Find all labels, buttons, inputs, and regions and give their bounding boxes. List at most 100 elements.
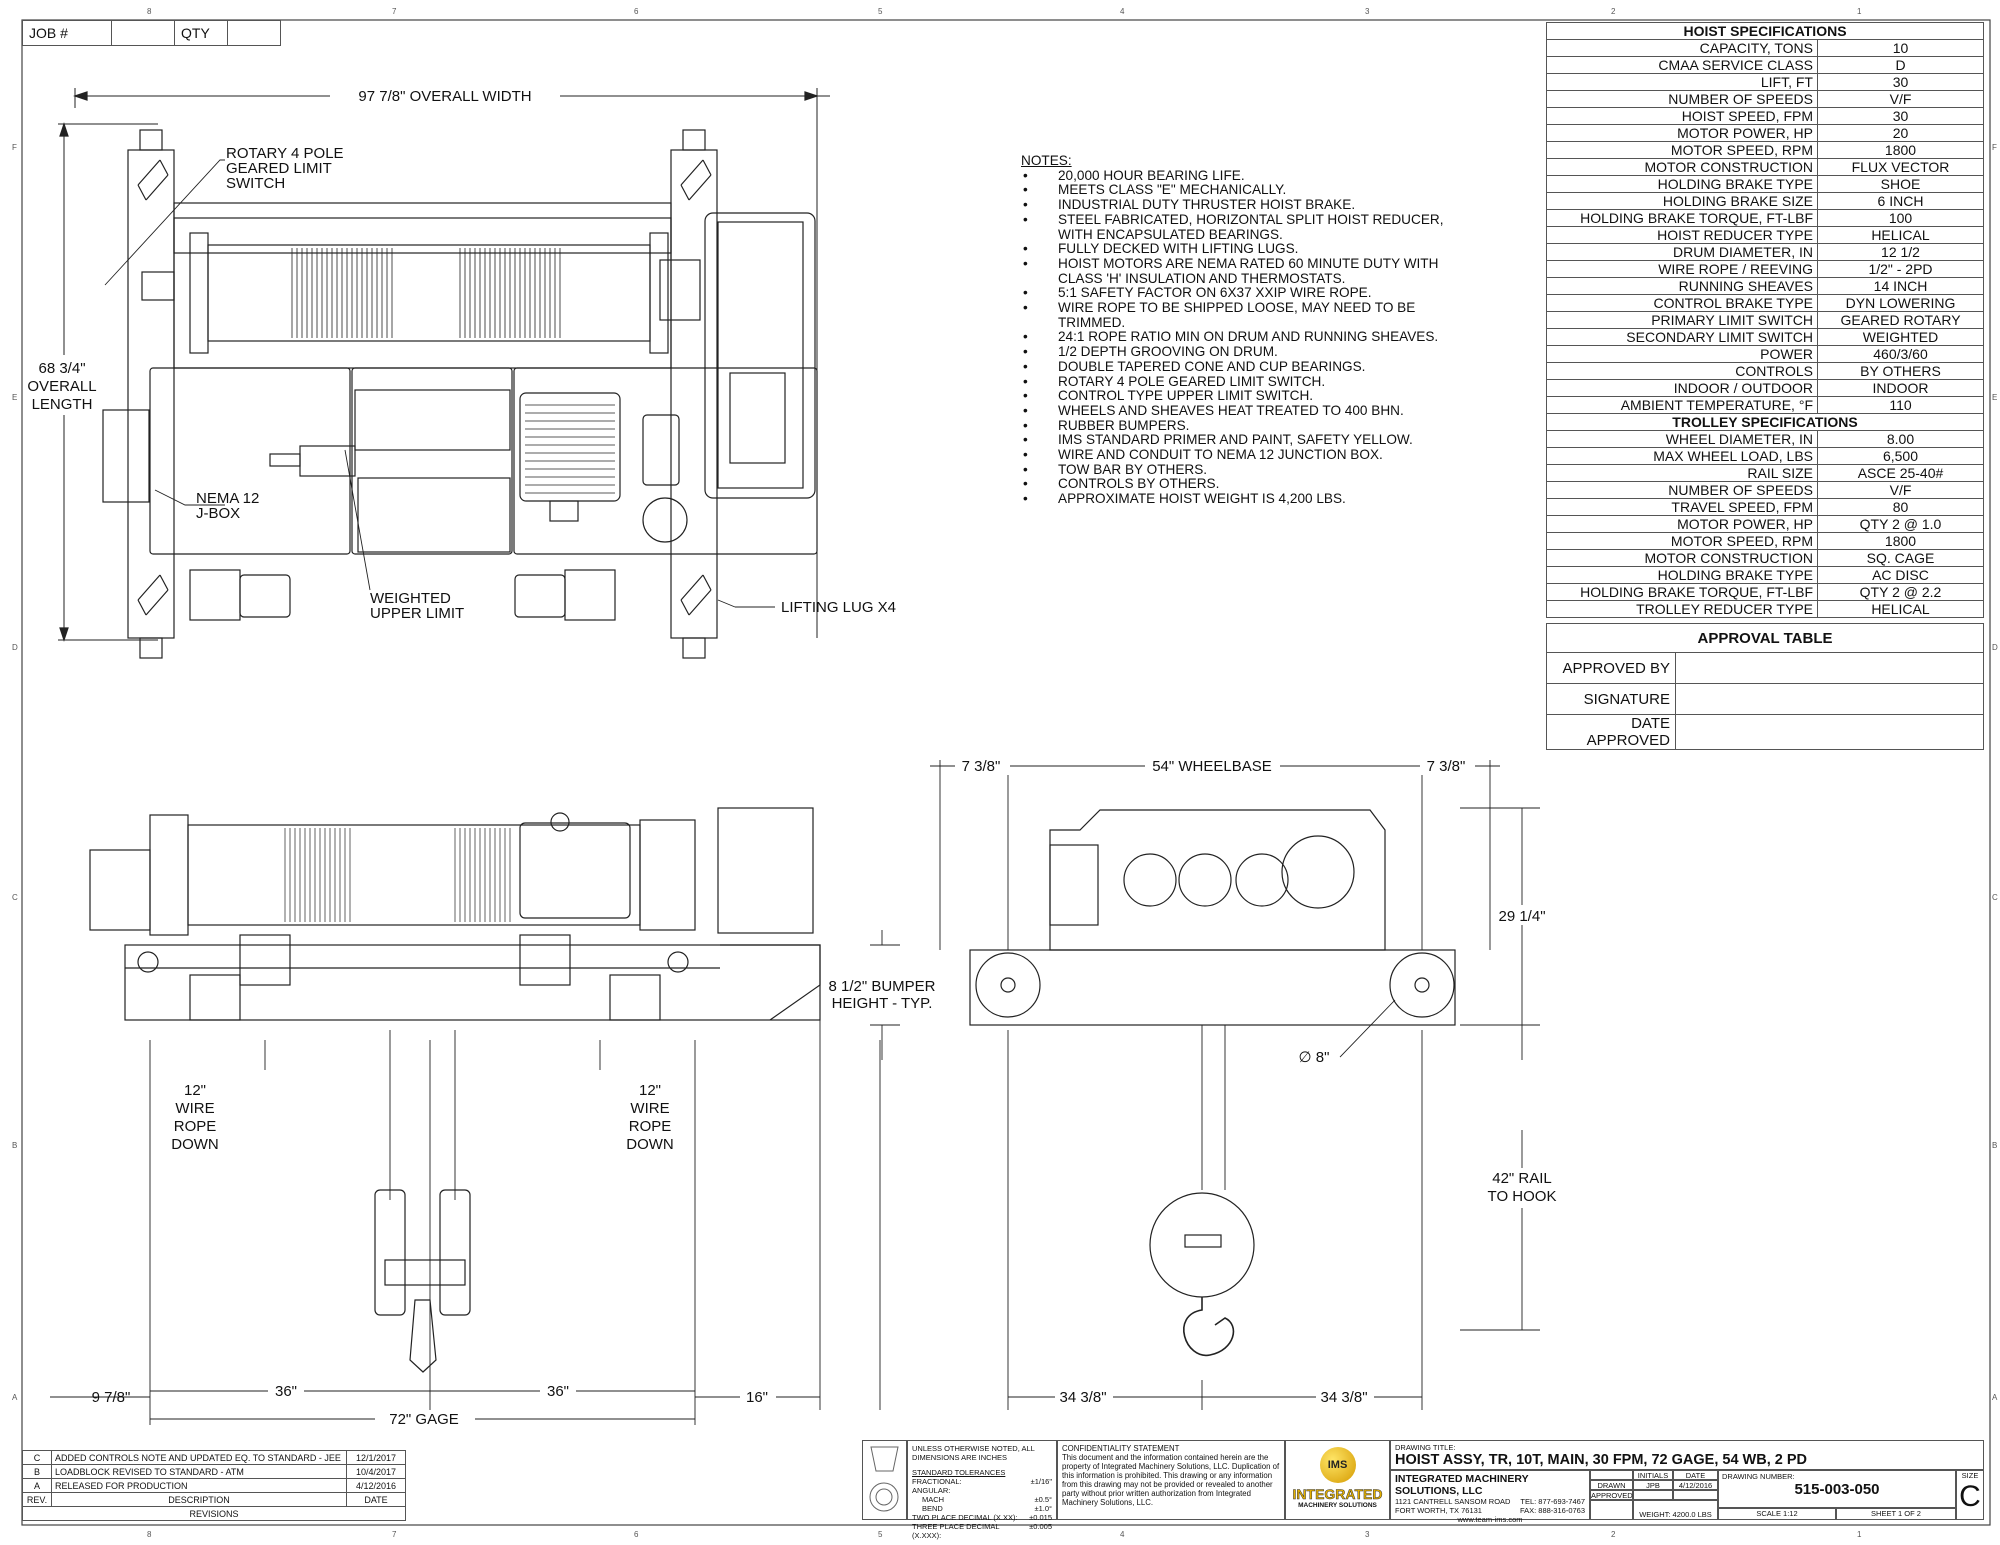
top-view: 97 7/8" OVERALL WIDTH 68 3/4" OVERALL LE… — [27, 86, 896, 659]
zone-col-7: 7 — [392, 7, 397, 16]
rev-header: REV. — [22, 1492, 52, 1507]
tolerance-row: FRACTIONAL: ±1/16" — [912, 1477, 1052, 1486]
spec-label: HOLDING BRAKE SIZE — [1546, 192, 1818, 210]
spec-value: V/F — [1817, 90, 1984, 108]
zone-col-3: 3 — [1365, 7, 1370, 16]
tolerance-label: BEND — [922, 1504, 943, 1513]
signature-field[interactable] — [1675, 683, 1984, 715]
zone-row-e-right: E — [1992, 393, 1997, 402]
spec-value: HELICAL — [1817, 600, 1984, 618]
wire-rope-side — [1201, 1025, 1226, 1190]
spec-label: PRIMARY LIMIT SWITCH — [1546, 311, 1818, 329]
spec-value: 100 — [1817, 209, 1984, 227]
date-approved-field[interactable] — [1675, 714, 1984, 750]
note-item: 24:1 ROPE RATIO MIN ON DRUM AND RUNNING … — [1021, 330, 1458, 345]
confidentiality-block: CONFIDENTIALITY STATEMENT This document … — [1057, 1440, 1285, 1520]
drawing-number-label: DRAWING NUMBER: — [1722, 1472, 1795, 1481]
note-item: DOUBLE TAPERED CONE AND CUP BEARINGS. — [1021, 359, 1458, 375]
spec-value: 6 INCH — [1817, 192, 1984, 210]
scale: SCALE 1:12 — [1718, 1508, 1836, 1520]
gage-dimension: 72" GAGE — [389, 1411, 459, 1428]
rope-left-text-4: DOWN — [171, 1136, 219, 1153]
size-value: C — [1959, 1480, 1981, 1513]
spec-label: WIRE ROPE / REEVING — [1546, 260, 1818, 278]
approved-by-label: APPROVED BY — [1546, 652, 1676, 684]
qty-value[interactable] — [227, 20, 281, 46]
company-name: INTEGRATED MACHINERY SOLUTIONS, LLC — [1395, 1473, 1529, 1497]
note-item: FULLY DECKED WITH LIFTING LUGS. — [1021, 242, 1458, 257]
spec-value: GEARED ROTARY — [1817, 311, 1984, 329]
revision-letter: C — [22, 1450, 52, 1465]
spec-value: 1800 — [1817, 532, 1984, 550]
lifting-lug-callout: LIFTING LUG X4 — [781, 599, 896, 616]
zone-col-6-bottom: 6 — [634, 1530, 639, 1539]
end-truck-right — [670, 149, 718, 639]
trolley-frame-front — [124, 944, 821, 1021]
zone-row-b: B — [12, 1141, 17, 1150]
tolerance-label: FRACTIONAL: — [912, 1477, 962, 1486]
note-item: CONTROLS BY OTHERS. — [1021, 477, 1458, 492]
tolerance-label: MACH — [922, 1495, 945, 1504]
drawn-date: 4/12/2016 — [1673, 1480, 1718, 1490]
side-dimension-lines — [930, 760, 1540, 1410]
spec-label: HOLDING BRAKE TYPE — [1546, 175, 1818, 193]
dimension-36-right: 36" — [547, 1383, 569, 1400]
spec-label: WHEEL DIAMETER, IN — [1546, 430, 1818, 448]
zone-row-f-right: F — [1992, 143, 1997, 152]
overall-length-dimension-3: LENGTH — [32, 396, 93, 413]
hook-block — [374, 1189, 406, 1316]
spec-value: 80 — [1817, 498, 1984, 516]
side-frame — [969, 949, 1456, 1026]
spec-label: MOTOR POWER, HP — [1546, 124, 1818, 142]
limit-switch-front — [89, 849, 151, 931]
wheel-left — [975, 952, 1041, 1018]
tolerance-value: ±1/16" — [1030, 1477, 1052, 1486]
approved-label: APPROVED — [1590, 1490, 1633, 1500]
hoist-specs-title: HOIST SPECIFICATIONS — [1546, 22, 1984, 40]
limit-switch-callout: ROTARY 4 POLE — [226, 145, 344, 162]
revisions-title: REVISIONS — [22, 1506, 406, 1521]
zone-row-f: F — [12, 143, 17, 152]
rope-right-text-2: WIRE — [630, 1100, 669, 1117]
spec-label: NUMBER OF SPEEDS — [1546, 90, 1818, 108]
spec-label: RUNNING SHEAVES — [1546, 277, 1818, 295]
junction-box — [102, 409, 150, 503]
revision-letter: A — [22, 1478, 52, 1493]
website-link[interactable]: www.team-ims.com — [1457, 1515, 1523, 1524]
spec-value: SQ. CAGE — [1817, 549, 1984, 567]
sheet-border — [21, 19, 1991, 1526]
spec-label: MOTOR SPEED, RPM — [1546, 141, 1818, 159]
spec-value: 1/2" - 2PD — [1817, 260, 1984, 278]
revision-letter: B — [22, 1464, 52, 1479]
spec-label: CMAA SERVICE CLASS — [1546, 56, 1818, 74]
gearbox-front — [717, 807, 814, 934]
dimension-36-left: 36" — [275, 1383, 297, 1400]
trolley-drive-left — [189, 569, 241, 621]
overall-length-dimension-2: OVERALL — [27, 378, 96, 395]
drawing-title-block: DRAWING TITLE: HOIST ASSY, TR, 10T, MAIN… — [1390, 1440, 1984, 1470]
bumper-height-dimension: 8 1/2" BUMPER — [828, 978, 935, 995]
rail-to-hook-dimension: 42" RAIL — [1492, 1170, 1552, 1187]
confidentiality-title: CONFIDENTIALITY STATEMENT — [1062, 1444, 1180, 1453]
zone-col-6: 6 — [634, 7, 639, 16]
spec-value: 12 1/2 — [1817, 243, 1984, 261]
spec-label: AMBIENT TEMPERATURE, °F — [1546, 396, 1818, 414]
jbox-callout: NEMA 12 — [196, 490, 259, 507]
spec-label: RAIL SIZE — [1546, 464, 1818, 482]
zone-col-4-bottom: 4 — [1120, 1530, 1125, 1539]
projection-symbol — [862, 1440, 907, 1520]
zone-col-4: 4 — [1120, 7, 1125, 16]
approved-by-field[interactable] — [1675, 652, 1984, 684]
drawing-title: HOIST ASSY, TR, 10T, MAIN, 30 FPM, 72 GA… — [1395, 1452, 1808, 1468]
revision-date: 12/1/2017 — [346, 1450, 406, 1465]
job-value[interactable] — [111, 20, 175, 46]
